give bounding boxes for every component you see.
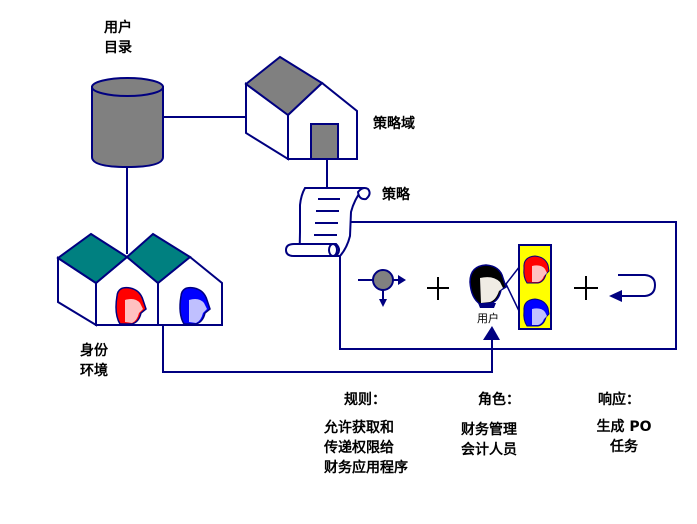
roles-line: 会计人员 (461, 442, 517, 458)
response-text: 生成 PO 任务 (588, 417, 660, 457)
identity-env-label: 身份 环境 (80, 341, 108, 381)
roles-title: 角色： (478, 392, 520, 408)
database-icon (91, 77, 164, 169)
role-heads-icon (518, 244, 552, 330)
user-directory-label-line-2: 目录 (104, 40, 132, 56)
identity-env-label-line-1: 身份 (80, 343, 108, 359)
user-input-arrow (483, 326, 500, 340)
connectors (126, 116, 493, 373)
decision-node-icon (358, 269, 406, 307)
user-directory-label-line-1: 用户 (104, 20, 132, 36)
user-directory-label: 用户 目录 (104, 18, 132, 58)
rules-title: 规则： (344, 392, 386, 408)
user-head-icon (469, 264, 507, 308)
blue-user-head-icon (179, 286, 211, 325)
scroll-icon (284, 187, 371, 257)
red-user-head-icon (115, 286, 147, 325)
rules-line: 允许获取和 (324, 420, 394, 436)
identity-to-user-line (162, 326, 493, 373)
policy-panel-box (339, 221, 677, 350)
plus-operator-2 (574, 276, 598, 300)
policy-domain-label: 策略域 (373, 116, 415, 132)
rules-line: 传递权限给 (324, 440, 394, 456)
return-arrow-icon (609, 274, 657, 302)
policy-label: 策略 (382, 187, 410, 203)
identity-env-label-line-2: 环境 (80, 363, 108, 379)
rules-text: 允许获取和 传递权限给 财务应用程序 (324, 418, 408, 478)
response-title: 响应： (598, 392, 640, 408)
response-line: 任务 (610, 439, 638, 455)
house-icon (244, 55, 358, 161)
roles-line: 财务管理 (461, 422, 517, 438)
user-label: 用户 (477, 312, 499, 325)
rules-line: 财务应用程序 (324, 460, 408, 476)
roles-text: 财务管理 会计人员 (461, 420, 517, 460)
plus-operator-1 (427, 277, 449, 300)
role-connector-lines (505, 265, 521, 314)
response-line: 生成 PO (596, 419, 652, 435)
